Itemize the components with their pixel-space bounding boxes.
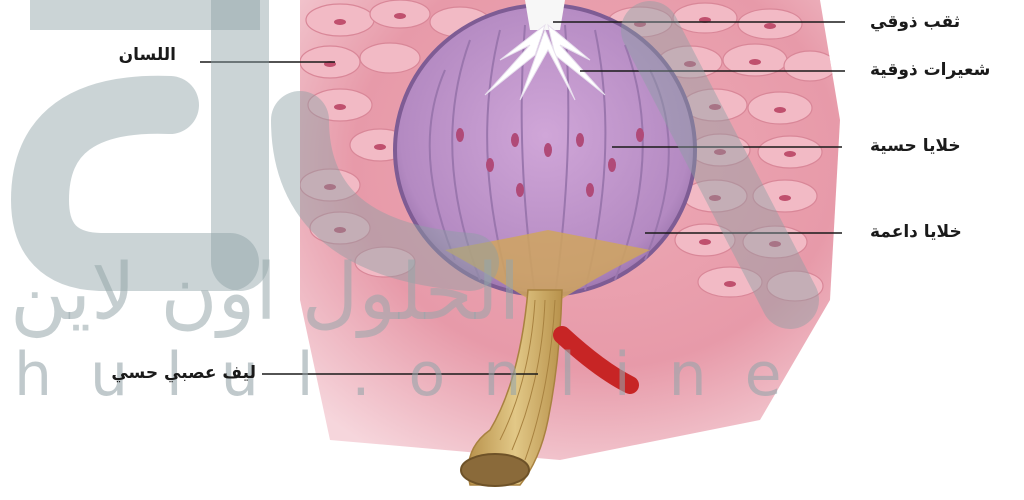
label-supporting-cells: خلايا داعمة: [870, 222, 962, 242]
nerve-cut-end: [461, 454, 529, 486]
label-sensory-cells: خلايا حسية: [870, 136, 961, 156]
watermark-arabic: الحلول اون لاين: [10, 248, 770, 338]
label-taste-pore: ثقب ذوقي: [870, 12, 960, 32]
label-tongue: اللسان: [119, 45, 176, 65]
label-taste-hairs: شعيرات ذوقية: [870, 60, 990, 80]
label-sensory-nerve-fiber: ليف عصبي حسي: [111, 363, 256, 383]
